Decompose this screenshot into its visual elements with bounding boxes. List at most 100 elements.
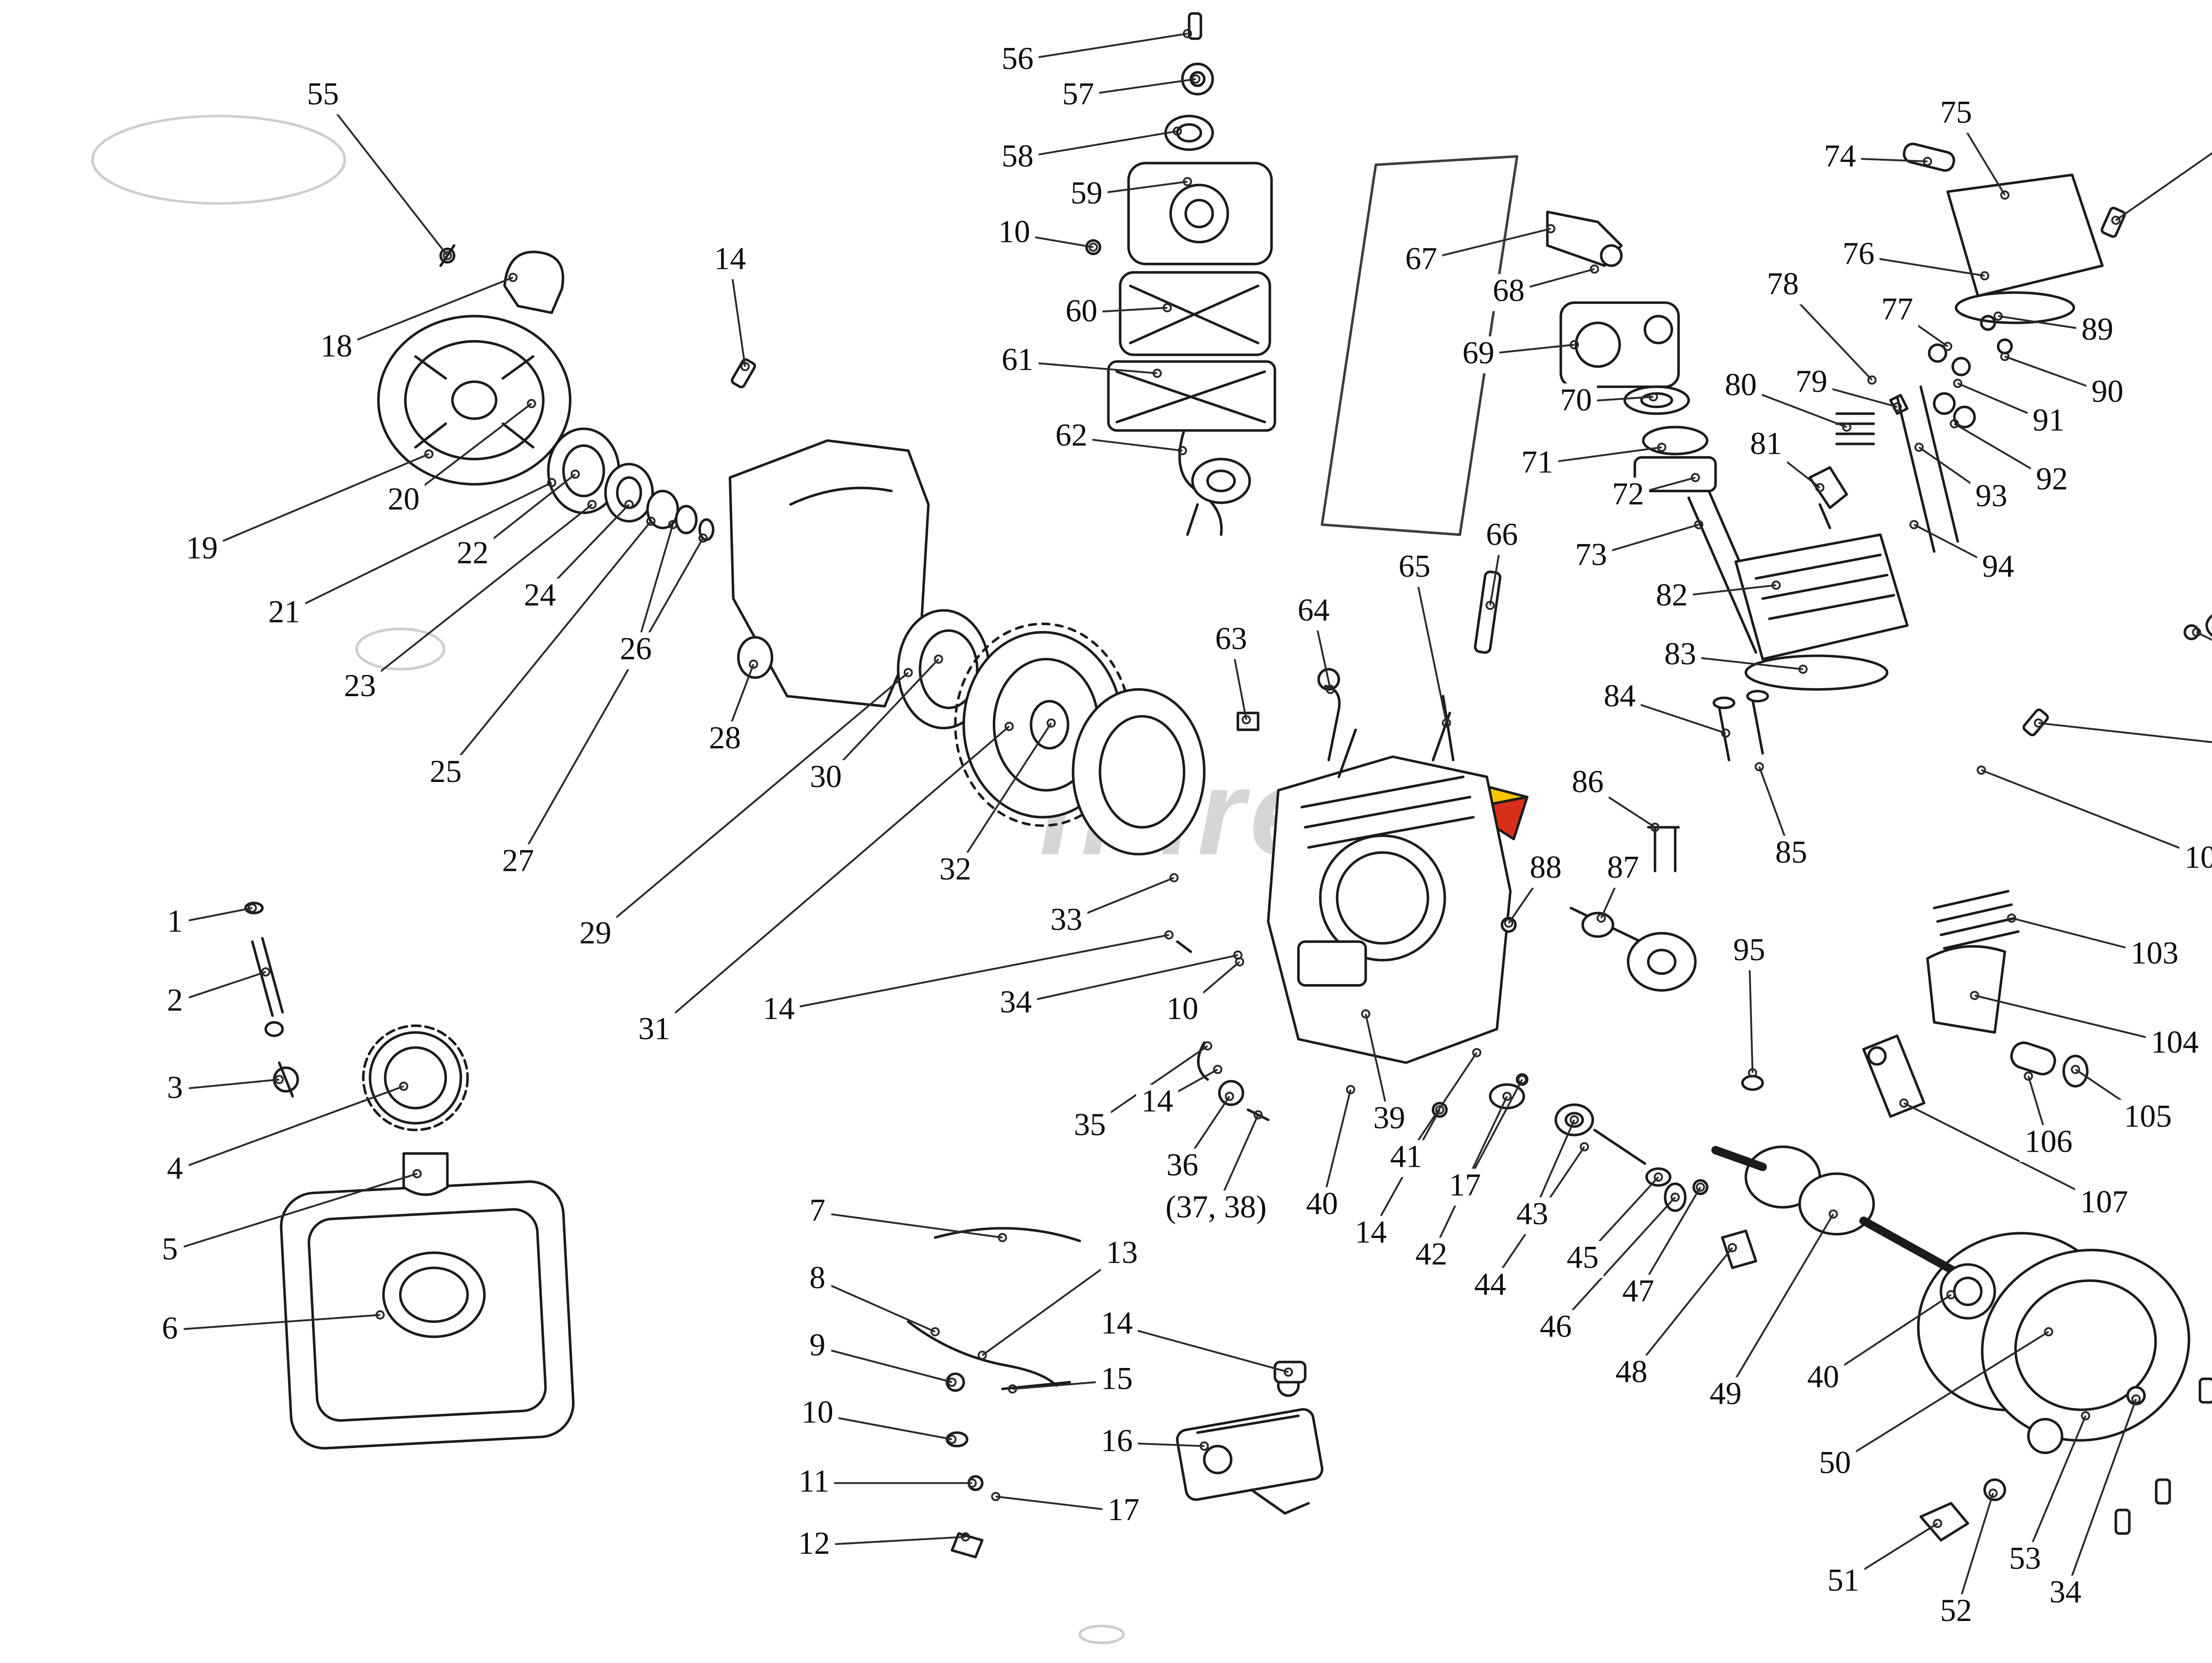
- part-marker: [1008, 1384, 1018, 1394]
- leader-line-32: [954, 722, 1052, 872]
- part-marker: [261, 967, 271, 977]
- part-callout-49: 49: [1705, 1377, 1747, 1414]
- leader-line-17: [995, 1495, 1124, 1513]
- part-marker: [1590, 264, 1599, 274]
- part-callout-29: 29: [574, 916, 617, 954]
- part-callout-9: 9: [804, 1328, 831, 1365]
- part-callout-85: 85: [1770, 835, 1813, 873]
- leader-line-49: [1724, 1213, 1834, 1396]
- part-callout-107: 107: [2075, 1185, 2133, 1222]
- part-callout-14: 14: [1136, 1084, 1179, 1122]
- part-callout-76: 76: [1837, 237, 1880, 274]
- part-marker: [698, 533, 708, 543]
- part-callout-21: 21: [263, 595, 306, 632]
- part-marker: [1472, 1048, 1482, 1058]
- part-callout-1: 1: [161, 904, 188, 942]
- part-callout-15: 15: [1095, 1362, 1138, 1399]
- leader-line-26: [635, 524, 674, 651]
- leader-line-4: [174, 1085, 404, 1172]
- part-marker: [1183, 177, 1192, 187]
- part-marker: [1235, 957, 1244, 967]
- part-marker: [1892, 402, 1902, 412]
- fuel-line-drawing: [907, 1227, 1081, 1559]
- part-callout-44: 44: [1469, 1268, 1511, 1305]
- part-callout-12: 12: [793, 1527, 835, 1564]
- part-marker: [1970, 991, 1979, 1000]
- part-marker: [587, 500, 597, 509]
- part-callout-14: 14: [757, 992, 800, 1029]
- part-marker: [947, 1434, 957, 1444]
- part-marker: [2007, 913, 2016, 923]
- part-marker: [1648, 392, 1658, 402]
- leader-line-3: [175, 1078, 280, 1091]
- part-callout-65: 65: [1393, 550, 1436, 587]
- part-callout-10: 10: [796, 1395, 839, 1433]
- part-marker: [2070, 1065, 2080, 1074]
- part-marker: [570, 469, 580, 479]
- part-callout-27: 27: [497, 844, 539, 881]
- part-marker: [1977, 765, 1986, 775]
- leader-line-7: [817, 1211, 1003, 1239]
- part-marker: [933, 654, 943, 664]
- part-marker: [1950, 419, 1959, 429]
- leader-line-50: [1834, 1331, 2049, 1466]
- part-callout-32: 32: [934, 852, 976, 890]
- part-marker: [1798, 664, 1808, 674]
- part-marker: [1546, 224, 1555, 234]
- part-callout-89: 89: [2076, 313, 2119, 350]
- part-callout-24: 24: [518, 578, 561, 616]
- part-marker: [1213, 1065, 1222, 1074]
- part-marker: [2044, 1327, 2054, 1337]
- part-marker: [424, 449, 434, 459]
- part-marker: [1899, 1098, 1909, 1108]
- part-callout--37-38-: (37, 38): [1160, 1190, 1272, 1228]
- part-callout-73: 73: [1570, 538, 1613, 575]
- part-marker: [1696, 1182, 1705, 1192]
- part-marker: [2000, 352, 2010, 361]
- part-marker: [624, 500, 634, 509]
- leader-line-48: [1631, 1247, 1733, 1375]
- part-marker: [1346, 1085, 1356, 1095]
- part-callout-36: 36: [1161, 1148, 1204, 1186]
- part-callout-104: 104: [2146, 1026, 2204, 1063]
- part-callout-43: 43: [1511, 1197, 1553, 1234]
- part-marker: [1842, 422, 1851, 432]
- part-marker: [1199, 1441, 1209, 1451]
- leader-line-67: [1421, 228, 1551, 262]
- part-marker: [947, 1377, 957, 1387]
- part-callout-7: 7: [804, 1194, 831, 1231]
- part-marker: [1980, 271, 1989, 280]
- part-callout-33: 33: [1045, 903, 1087, 940]
- leader-line-8: [817, 1279, 936, 1333]
- governor-parts-drawing: [1432, 1073, 1757, 1269]
- leader-line-40: [1321, 1089, 1352, 1206]
- part-callout-48: 48: [1610, 1355, 1653, 1392]
- leader-line-55: [2038, 722, 2212, 743]
- part-marker: [1253, 1110, 1263, 1120]
- part-marker: [442, 251, 452, 261]
- part-marker: [960, 1532, 970, 1542]
- leader-line-9: [817, 1346, 952, 1383]
- part-callout-66: 66: [1481, 518, 1523, 555]
- scan-artifact-blobs: [91, 115, 1125, 1644]
- part-callout-84: 84: [1598, 679, 1641, 717]
- part-callout-86: 86: [1567, 765, 1609, 802]
- part-marker: [1923, 157, 1932, 166]
- part-marker: [1993, 311, 2003, 321]
- leader-line-65: [1413, 568, 1448, 724]
- part-marker: [1241, 715, 1251, 724]
- leader-line-40: [1823, 1294, 1952, 1380]
- leader-line-34: [1015, 954, 1238, 1005]
- part-marker: [1755, 762, 1764, 772]
- part-marker: [1943, 341, 1952, 351]
- leader-line-14: [778, 934, 1169, 1012]
- part-callout-35: 35: [1069, 1108, 1111, 1145]
- part-callout-87: 87: [1602, 851, 1644, 888]
- leader-line-2: [174, 971, 266, 1003]
- part-marker: [1728, 1243, 1737, 1253]
- part-marker: [1162, 303, 1172, 313]
- part-marker: [1172, 126, 1182, 136]
- part-marker: [1164, 930, 1174, 940]
- part-callout-46: 46: [1535, 1310, 1577, 1347]
